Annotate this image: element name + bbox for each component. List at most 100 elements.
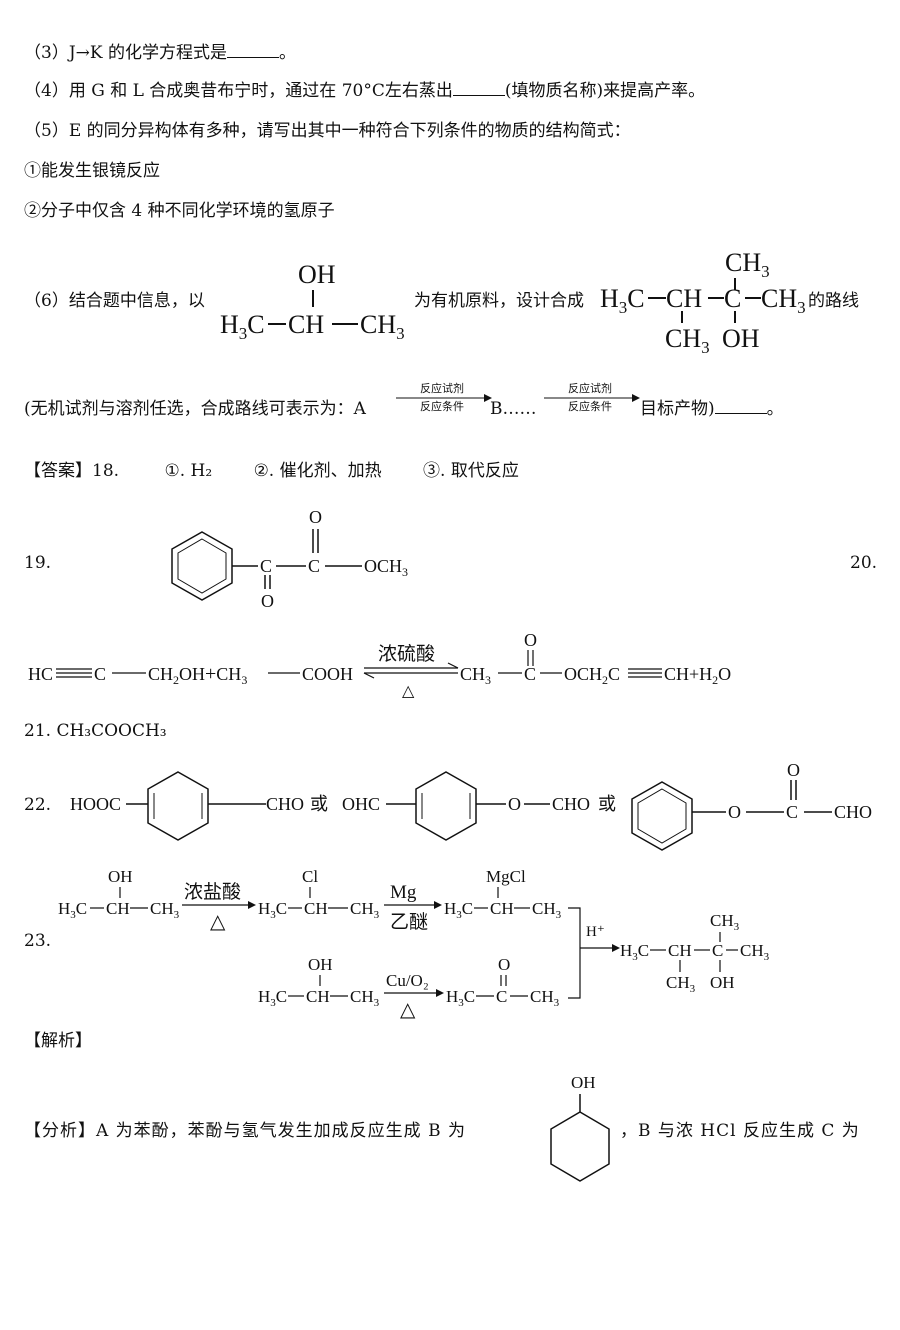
svg-text:浓硫酸: 浓硫酸	[378, 643, 435, 665]
svg-text:OH: OH	[108, 867, 133, 886]
svg-text:H3C: H3C	[446, 987, 475, 1009]
answer-blank	[226, 43, 279, 58]
question-4: （4）用 G 和 L 合成奥昔布宁时，通过在 70°C左右蒸出(填物质名称)来提…	[24, 81, 706, 101]
svg-text:O: O	[261, 591, 274, 611]
svg-text:C: C	[260, 556, 272, 576]
svg-text:C: C	[786, 802, 798, 822]
svg-text:CH3: CH3	[530, 987, 560, 1009]
svg-text:OCH3: OCH3	[364, 556, 408, 579]
number-22: 22.	[24, 795, 52, 815]
answer-23-synthesis: OH H3C CH CH3 浓盐酸 △ Cl H3C CH CH3 Mg 乙醚 …	[58, 867, 770, 1021]
svg-text:O: O	[787, 760, 800, 780]
svg-text:H3C: H3C	[220, 310, 265, 343]
number-19: 19.	[24, 553, 52, 573]
answer-20-equation: HC C CH2OH+CH3 COOH 浓硫酸 △ CH3 C O OCH2C …	[28, 630, 731, 700]
analysis-text-1: 【分析】A 为苯酚，苯酚与氢气发生加成反应生成 B 为	[24, 1121, 466, 1141]
svg-text:CH3: CH3	[761, 284, 806, 317]
question-3: （3）J→K 的化学方程式是。	[24, 43, 296, 63]
isopropanol-structure: OH H3C CH CH3	[220, 260, 405, 343]
answer-18: 【答案】18. ①. H₂ ②. 催化剂、加热 ③. 取代反应	[24, 461, 519, 481]
svg-text:CH+H2O: CH+H2O	[664, 664, 731, 687]
svg-text:H3C: H3C	[258, 987, 287, 1009]
svg-text:OH: OH	[722, 324, 760, 353]
svg-text:CH3: CH3	[740, 941, 770, 963]
svg-text:OCH2C: OCH2C	[564, 664, 620, 687]
analysis-text-2: ，B 与浓 HCl 反应生成 C 为	[620, 1121, 860, 1141]
condition-2: ②分子中仅含 4 种不同化学环境的氢原子	[24, 201, 335, 221]
svg-text:C: C	[496, 987, 507, 1006]
svg-text:CHO: CHO	[834, 802, 872, 822]
svg-text:CH3: CH3	[360, 310, 405, 343]
target-product-structure: CH3 H3C CH C CH3 CH3 OH	[600, 248, 806, 357]
analysis-title: 【解析】	[24, 1031, 92, 1051]
svg-text:OH: OH	[298, 260, 336, 289]
svg-text:H3C: H3C	[258, 899, 287, 921]
svg-text:CHO: CHO	[266, 794, 304, 814]
cyclohexanol-structure: OH	[550, 1073, 610, 1182]
svg-text:C: C	[712, 941, 723, 960]
svg-text:C: C	[524, 664, 536, 684]
svg-text:O: O	[728, 802, 741, 822]
svg-text:△: △	[400, 999, 416, 1021]
svg-text:O: O	[498, 955, 510, 974]
svg-text:反应试剂: 反应试剂	[568, 381, 612, 395]
svg-text:CH3: CH3	[532, 899, 562, 921]
svg-text:CH3: CH3	[350, 899, 380, 921]
question-6-suffix: 的路线	[808, 291, 859, 311]
question-6-end: 目标产物)。	[640, 399, 784, 419]
svg-text:OH: OH	[571, 1073, 596, 1092]
svg-text:H3C: H3C	[620, 941, 649, 963]
svg-text:OH: OH	[710, 973, 735, 992]
svg-text:O: O	[524, 630, 537, 650]
svg-text:OH: OH	[308, 955, 333, 974]
svg-text:或: 或	[598, 794, 616, 814]
number-20: 20.	[850, 553, 878, 573]
svg-text:HOOC: HOOC	[70, 794, 121, 814]
svg-text:浓盐酸: 浓盐酸	[184, 881, 241, 903]
svg-text:CH: CH	[106, 899, 130, 918]
svg-text:O: O	[309, 507, 322, 527]
answer-21: 21. CH₃COOCH₃	[24, 721, 167, 741]
svg-text:CH3: CH3	[666, 973, 696, 995]
svg-text:乙醚: 乙醚	[390, 911, 428, 933]
question-6-prefix: （6）结合题中信息，以	[24, 291, 205, 311]
number-23: 23.	[24, 931, 52, 951]
svg-text:CH3: CH3	[665, 324, 710, 357]
svg-text:HC: HC	[28, 664, 53, 684]
condition-1: ①能发生银镜反应	[24, 161, 160, 181]
svg-text:H3C: H3C	[600, 284, 645, 317]
svg-text:CH: CH	[666, 284, 702, 313]
svg-text:CHO: CHO	[552, 794, 590, 814]
svg-text:反应条件: 反应条件	[420, 399, 464, 413]
reaction-arrow-2: 反应试剂 反应条件	[544, 381, 640, 413]
svg-text:CH: CH	[288, 310, 324, 339]
svg-text:COOH: COOH	[302, 664, 353, 684]
svg-text:H3C: H3C	[444, 899, 473, 921]
answer-22-structures: HOOC CHO 或 OHC O CHO 或 O C O CHO	[70, 760, 872, 851]
svg-text:CH3: CH3	[460, 664, 491, 687]
svg-text:CH: CH	[306, 987, 330, 1006]
svg-text:反应条件: 反应条件	[568, 399, 612, 413]
answer-blank	[714, 399, 767, 414]
svg-text:△: △	[210, 911, 226, 933]
svg-text:O: O	[508, 794, 521, 814]
svg-text:C: C	[724, 284, 741, 313]
svg-text:MgCl: MgCl	[486, 867, 526, 886]
svg-text:CH: CH	[304, 899, 328, 918]
svg-text:H3C: H3C	[58, 899, 87, 921]
svg-text:或: 或	[310, 794, 328, 814]
answer-19-structure: C O C O OCH3	[171, 507, 408, 611]
svg-text:CH: CH	[668, 941, 692, 960]
intermediate-b: B……	[490, 399, 537, 419]
svg-text:Cu/O₂: Cu/O₂	[386, 971, 429, 990]
svg-text:Mg: Mg	[390, 882, 417, 903]
answer-blank	[452, 81, 505, 96]
svg-text:C: C	[308, 556, 320, 576]
svg-text:Cl: Cl	[302, 867, 318, 886]
question-6-mid: 为有机原料，设计合成	[414, 291, 584, 311]
svg-text:H⁺: H⁺	[586, 924, 605, 940]
svg-text:C: C	[94, 664, 106, 684]
question-5: （5）E 的同分异构体有多种，请写出其中一种符合下列条件的物质的结构简式：	[24, 121, 631, 141]
svg-text:CH3: CH3	[150, 899, 180, 921]
svg-text:CH3: CH3	[710, 911, 740, 933]
